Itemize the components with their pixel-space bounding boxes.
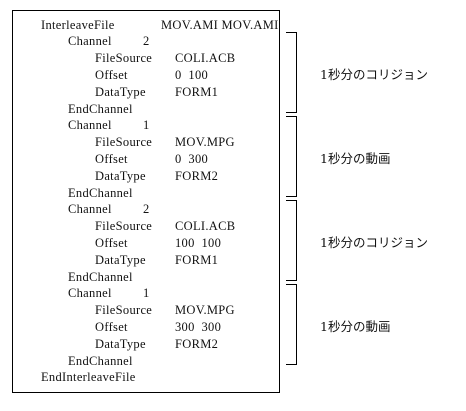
- interleave-keyword: InterleaveFile: [41, 18, 115, 32]
- bracket-channel-1: [286, 32, 297, 113]
- endchannel-line: EndChannel: [68, 102, 133, 116]
- note-channel-3: 1秒分のコリジョン: [320, 235, 428, 250]
- datatype-value: FORM1: [175, 85, 219, 99]
- offset-value: 300 300: [175, 320, 222, 334]
- filesource-line: FileSource COLI.ACB: [95, 50, 235, 66]
- script-listing-box: InterleaveFile MOV.AMI MOV.AMI Channel 2 F…: [12, 10, 280, 393]
- filesource-value: MOV.MPG: [175, 303, 235, 317]
- filesource-line: FileSource MOV.MPG: [95, 134, 235, 150]
- endchannel-line: EndChannel: [68, 186, 133, 200]
- endchannel-line: EndChannel: [68, 270, 133, 284]
- offset-key: Offset: [95, 152, 128, 166]
- datatype-key: DataType: [95, 253, 146, 267]
- channel-number: 1: [143, 118, 150, 132]
- note-channel-1: 1秒分のコリジョン: [320, 67, 428, 82]
- offset-value: 100 100: [175, 236, 222, 250]
- offset-line: Offset 0 100: [95, 67, 208, 83]
- offset-line: Offset 300 300: [95, 319, 221, 335]
- bracket-channel-3: [286, 200, 297, 281]
- interleave-header: InterleaveFile MOV.AMI MOV.AMI: [41, 17, 278, 33]
- datatype-line: DataType FORM2: [95, 168, 218, 184]
- endchannel-line: EndChannel: [68, 354, 133, 368]
- datatype-value: FORM2: [175, 169, 219, 183]
- filesource-value: MOV.MPG: [175, 135, 235, 149]
- filesource-key: FileSource: [95, 51, 153, 65]
- interleave-args: MOV.AMI MOV.AMI: [161, 18, 279, 32]
- filesource-line: FileSource COLI.ACB: [95, 218, 235, 234]
- channel-line: Channel 1: [68, 117, 149, 133]
- datatype-key: DataType: [95, 337, 146, 351]
- datatype-line: DataType FORM1: [95, 84, 218, 100]
- channel-number: 1: [143, 286, 150, 300]
- filesource-line: FileSource MOV.MPG: [95, 302, 235, 318]
- channel-number: 2: [143, 202, 150, 216]
- filesource-value: COLI.ACB: [175, 51, 236, 65]
- bracket-channel-4: [286, 284, 297, 365]
- offset-key: Offset: [95, 68, 128, 82]
- filesource-key: FileSource: [95, 303, 153, 317]
- note-channel-2: 1秒分の動画: [320, 151, 391, 166]
- offset-value: 0 100: [175, 68, 209, 82]
- filesource-key: FileSource: [95, 135, 153, 149]
- note-channel-4: 1秒分の動画: [320, 319, 391, 334]
- filesource-key: FileSource: [95, 219, 153, 233]
- datatype-line: DataType FORM2: [95, 336, 218, 352]
- end-interleave-line: EndInterleaveFile: [41, 370, 136, 384]
- datatype-value: FORM1: [175, 253, 219, 267]
- channel-keyword: Channel: [68, 118, 112, 132]
- channel-line: Channel 2: [68, 201, 149, 217]
- offset-line: Offset 100 100: [95, 235, 221, 251]
- datatype-key: DataType: [95, 85, 146, 99]
- offset-line: Offset 0 300: [95, 151, 208, 167]
- channel-line: Channel 1: [68, 285, 149, 301]
- channel-keyword: Channel: [68, 202, 112, 216]
- channel-line: Channel 2: [68, 33, 149, 49]
- channel-number: 2: [143, 34, 150, 48]
- datatype-value: FORM2: [175, 337, 219, 351]
- datatype-line: DataType FORM1: [95, 252, 218, 268]
- channel-keyword: Channel: [68, 34, 112, 48]
- channel-keyword: Channel: [68, 286, 112, 300]
- offset-key: Offset: [95, 320, 128, 334]
- datatype-key: DataType: [95, 169, 146, 183]
- filesource-value: COLI.ACB: [175, 219, 236, 233]
- offset-key: Offset: [95, 236, 128, 250]
- bracket-channel-2: [286, 116, 297, 197]
- offset-value: 0 300: [175, 152, 209, 166]
